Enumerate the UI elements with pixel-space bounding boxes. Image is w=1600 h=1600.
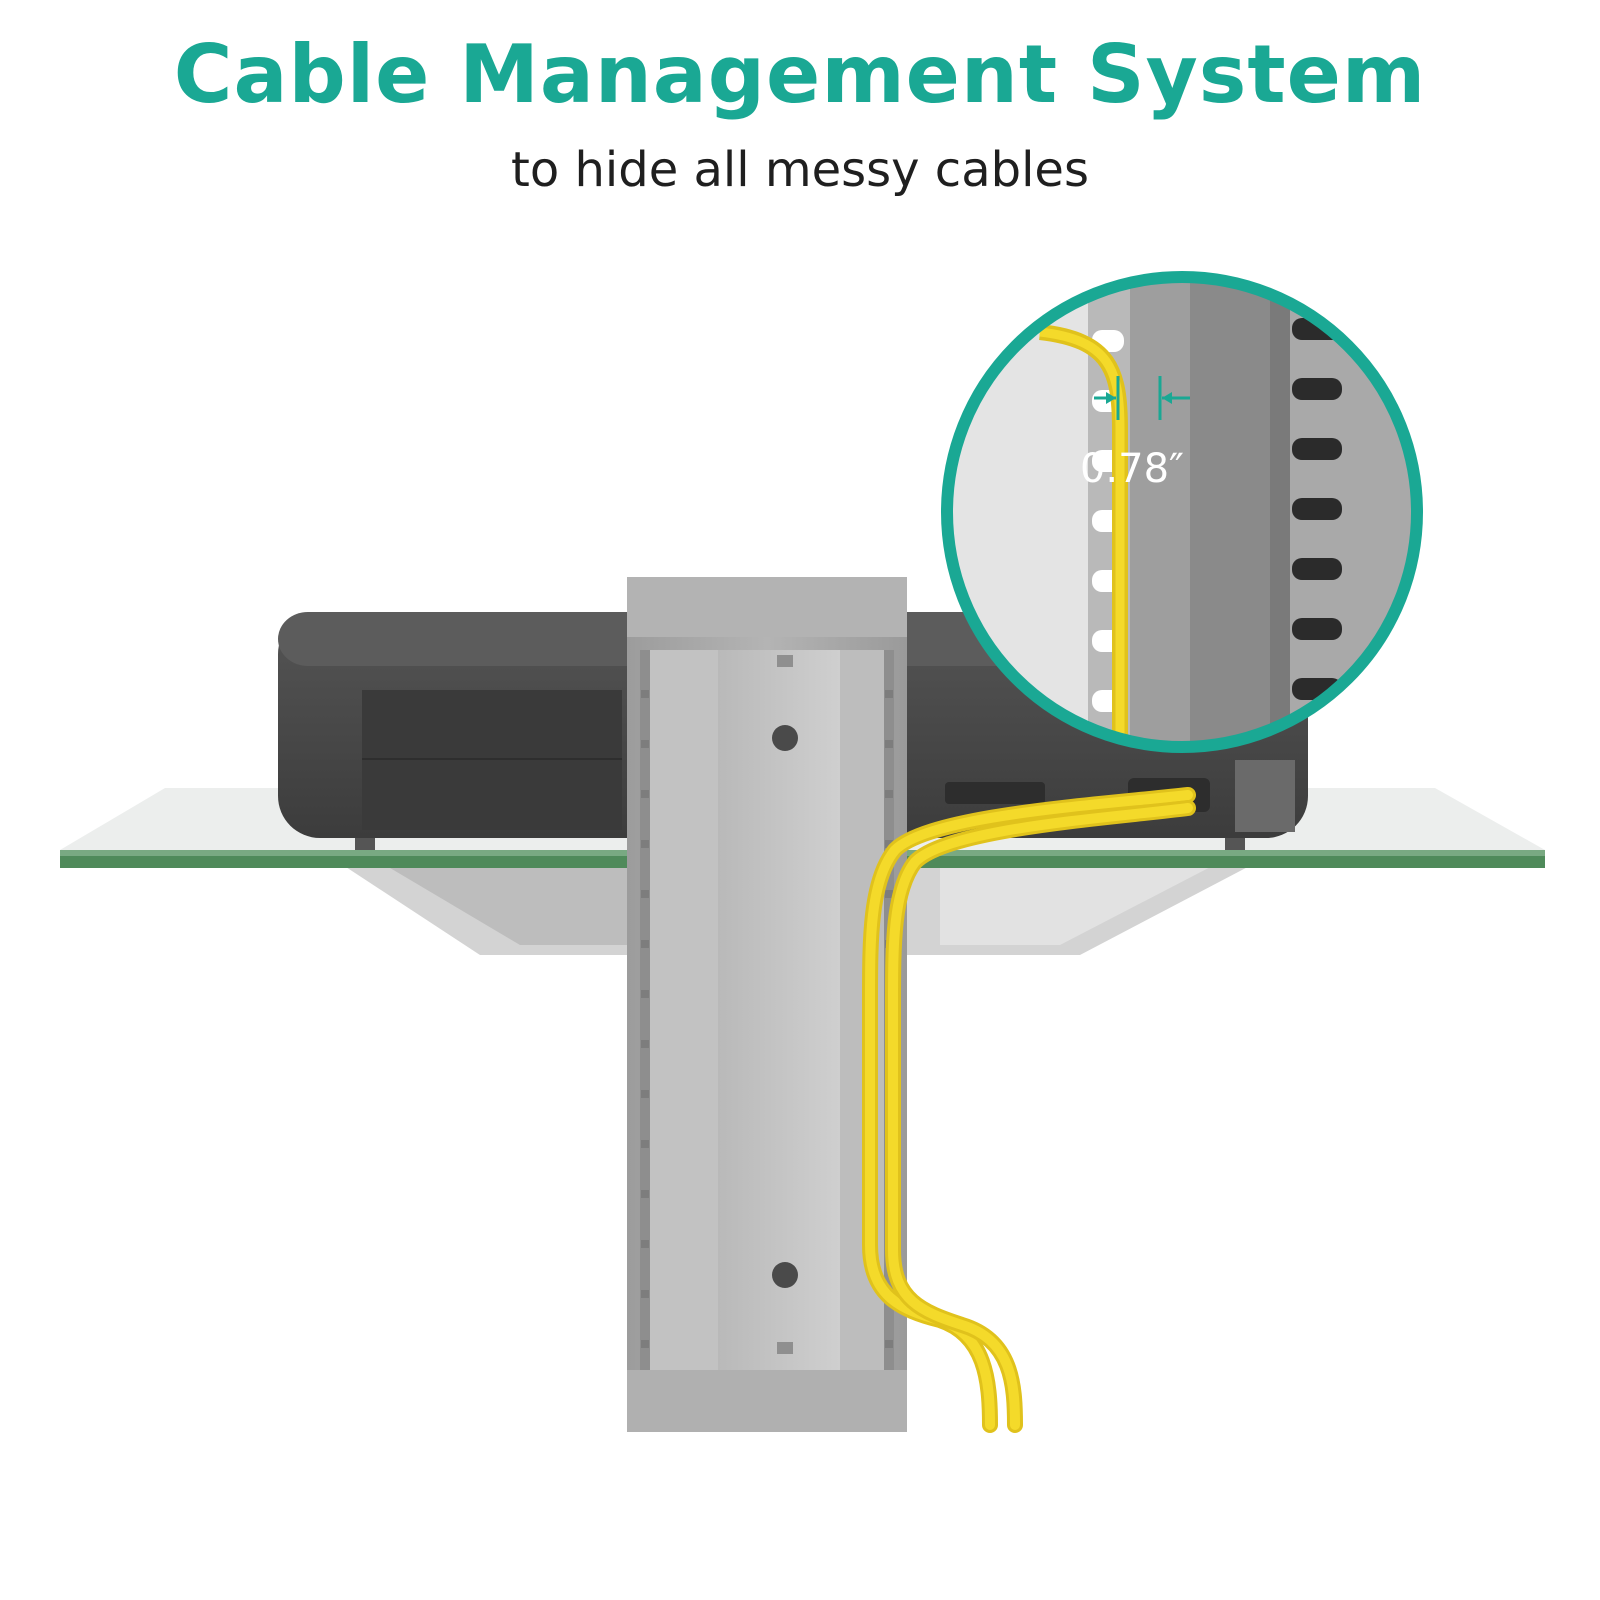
channel-teeth-zoom xyxy=(1292,318,1342,700)
yellow-cables xyxy=(862,787,1196,1433)
mounting-hole xyxy=(772,725,798,751)
subheadline: to hide all messy cables xyxy=(511,142,1089,198)
mounting-hole xyxy=(772,1262,798,1288)
measurement-label: 0.78″ xyxy=(1080,446,1184,492)
cable-channel-post xyxy=(627,577,907,1432)
zoom-callout: 0.78″ xyxy=(941,271,1423,753)
headline: Cable Management System xyxy=(173,28,1427,121)
device-port xyxy=(945,782,1045,804)
